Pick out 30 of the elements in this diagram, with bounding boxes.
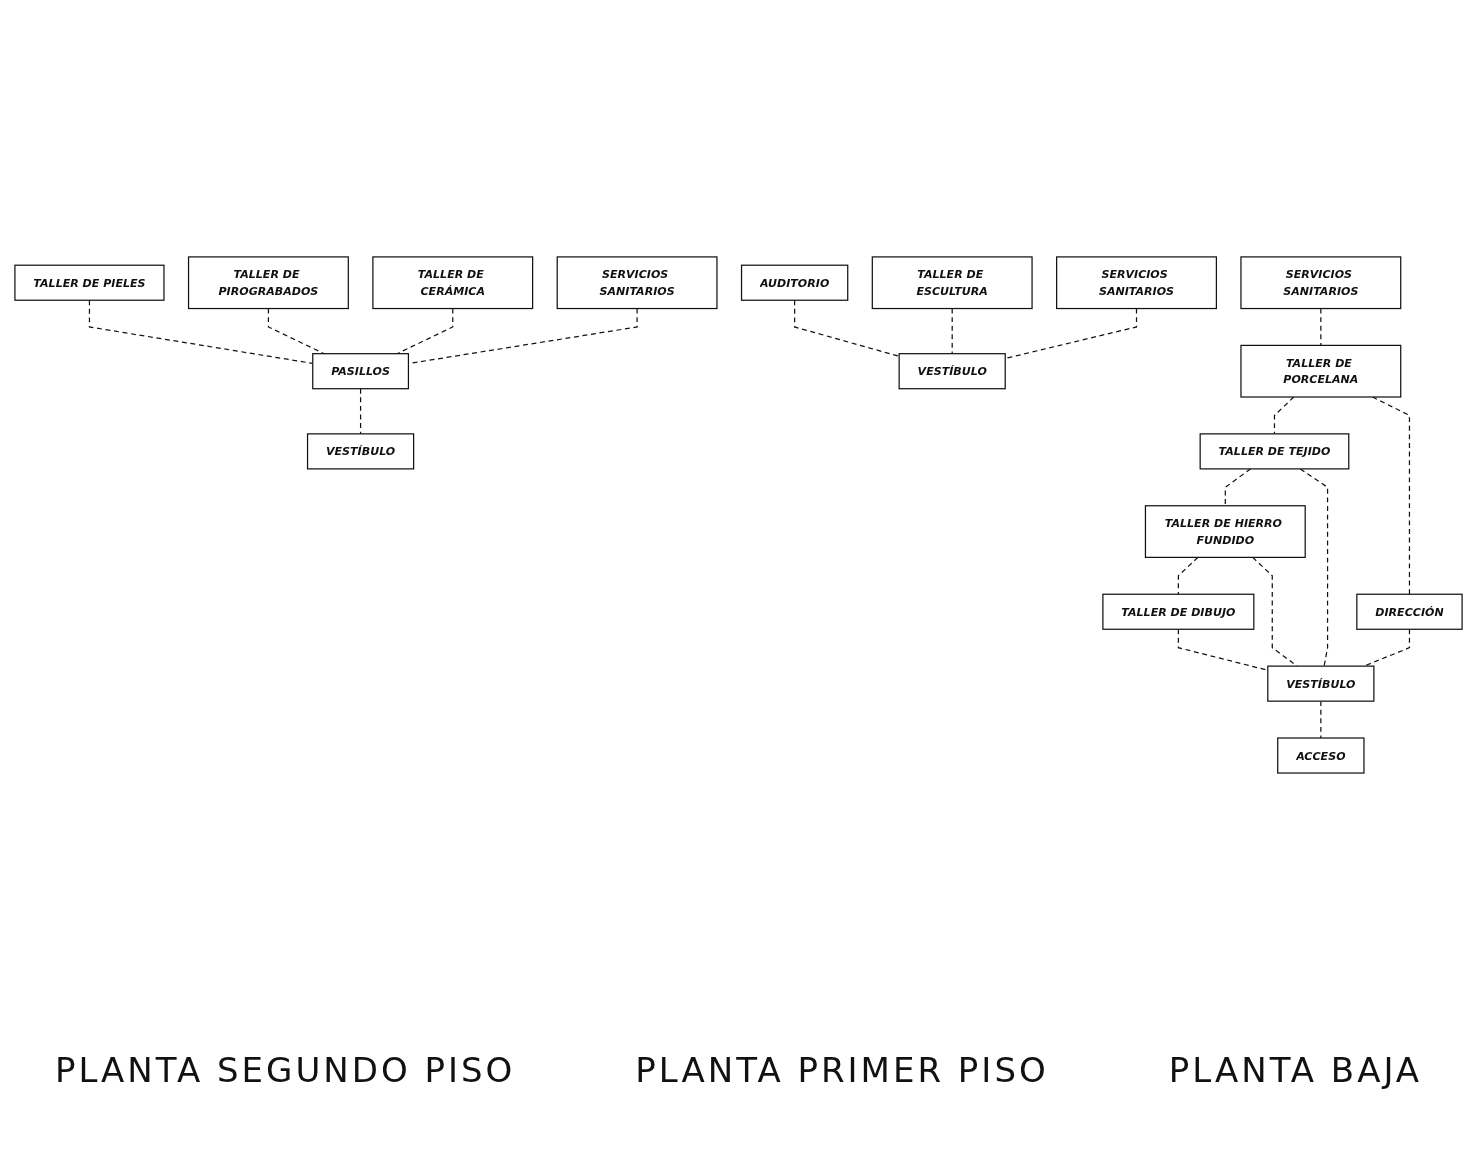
node-box: TALLER DE PORCELANA [1240,344,1402,398]
connector [1299,468,1329,667]
node-box: AUDITORIO [740,264,849,301]
node-box: TALLER DE PIELES [14,264,165,301]
node-box: SERVICIOS SANITARIOS [1056,256,1217,310]
node-box: DIRECCIÓN [1356,593,1463,630]
connector [951,307,953,355]
node-box: VESTÍBULO [1267,665,1375,702]
node-box: VESTÍBULO [306,433,415,470]
node-box: VESTÍBULO [898,353,1006,390]
connector [1273,396,1295,435]
node-box: TALLER DE DIBUJO [1102,593,1255,630]
connector [1320,307,1322,347]
floor-title: PLANTA PRIMER PISO [635,1050,1049,1090]
node-box: PASILLOS [312,353,410,390]
node-box: TALLER DE ESCULTURA [871,256,1033,310]
node-box: ACCESO [1277,737,1365,774]
node-box: TALLER DE HIERRO FUNDIDO [1144,505,1306,558]
connector [1177,556,1199,595]
connector [359,388,362,435]
connector [1224,468,1252,507]
node-box: TALLER DE PIROGRABADOS [187,256,349,310]
node-box: SERVICIOS SANITARIOS [1240,256,1402,310]
connector [1320,700,1322,739]
node-box: SERVICIOS SANITARIOS [556,256,718,310]
floor-title: PLANTA SEGUNDO PISO [54,1050,516,1090]
node-box: TALLER DE TEJIDO [1199,433,1350,470]
connector [794,299,900,357]
node-box: TALLER DE CERÁMICA [372,256,534,310]
floor-title: PLANTA BAJA [1168,1050,1423,1090]
